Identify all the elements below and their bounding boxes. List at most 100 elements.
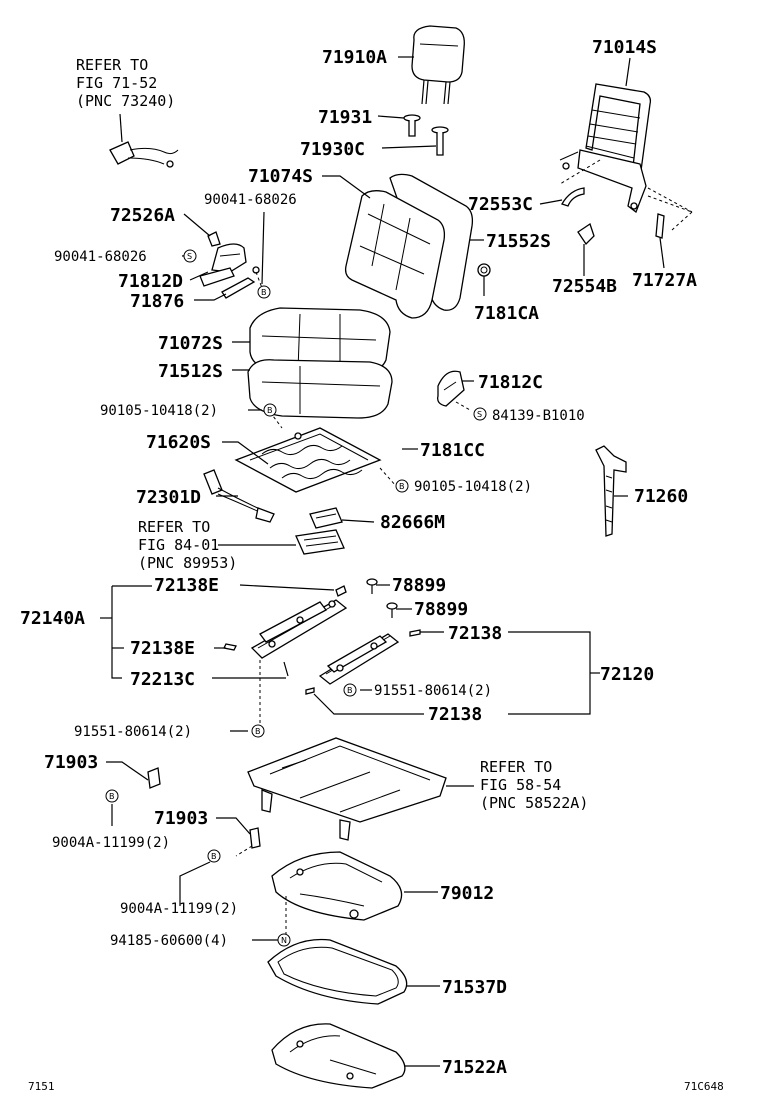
label-71910A: 71910A xyxy=(322,47,387,68)
figure-code: 71C648 xyxy=(684,1080,724,1093)
symbol-b-2: B xyxy=(263,403,277,417)
switch-drawing xyxy=(295,507,345,555)
label-82666M: 82666M xyxy=(380,512,445,533)
label-71014S: 71014S xyxy=(592,37,657,58)
label-72138-b: 72138 xyxy=(428,704,482,725)
cable-drawing xyxy=(203,469,275,523)
seat-pan-drawing xyxy=(247,737,447,841)
svg-text:REFER TO: REFER TO xyxy=(138,518,210,536)
label-71903-b: 71903 xyxy=(154,808,208,829)
svg-text:(PNC 73240): (PNC 73240) xyxy=(76,92,175,110)
label-72554B: 72554B xyxy=(552,276,617,297)
symbol-n-1: N xyxy=(277,933,291,947)
label-71876: 71876 xyxy=(130,291,184,312)
seat-track-drawing xyxy=(223,578,421,726)
label-78899-a: 78899 xyxy=(392,575,446,596)
label-90105-10418-a: 90105-10418(2) xyxy=(100,403,218,419)
label-72120: 72120 xyxy=(600,664,654,685)
label-7181CA: 7181CA xyxy=(474,303,539,324)
reference-note-71-52: REFER TO FIG 71-52 (PNC 73240) xyxy=(76,56,175,110)
label-72213C: 72213C xyxy=(130,669,195,690)
label-71552S: 71552S xyxy=(486,231,551,252)
label-90041-68026-b: 90041-68026 xyxy=(54,249,147,265)
label-7181CC: 7181CC xyxy=(420,440,485,461)
label-71074S: 71074S xyxy=(248,166,313,187)
label-71512S: 71512S xyxy=(158,361,223,382)
clip-drawing xyxy=(147,767,261,857)
rail-cover-drawing xyxy=(595,445,627,537)
label-78899-b: 78899 xyxy=(414,599,468,620)
under-cover-drawing xyxy=(271,851,403,940)
svg-text:FIG 71-52: FIG 71-52 xyxy=(76,74,157,92)
svg-text:(PNC 58522A): (PNC 58522A) xyxy=(480,794,588,812)
fastener-symbols: S B B S B B B B B N xyxy=(105,249,487,947)
symbol-s-2: S xyxy=(473,407,487,421)
label-71812D: 71812D xyxy=(118,271,183,292)
label-90105-10418-b: 90105-10418(2) xyxy=(414,479,532,495)
label-71727A: 71727A xyxy=(632,270,697,291)
svg-text:B: B xyxy=(255,727,261,736)
label-71620S: 71620S xyxy=(146,432,211,453)
headrest-drawing xyxy=(411,25,465,105)
label-72138-a: 72138 xyxy=(448,623,502,644)
svg-text:(PNC 89953): (PNC 89953) xyxy=(138,554,237,572)
label-91551-80614-a: 91551-80614(2) xyxy=(374,683,492,699)
label-94185-60600: 94185-60600(4) xyxy=(110,933,228,949)
label-90041-68026-a: 90041-68026 xyxy=(204,192,297,208)
svg-text:B: B xyxy=(267,406,273,415)
label-71537D: 71537D xyxy=(442,977,507,998)
label-72553C: 72553C xyxy=(468,194,533,215)
svg-text:FIG 58-54: FIG 58-54 xyxy=(480,776,561,794)
bottom-pad-drawing xyxy=(271,1023,406,1089)
seatback-cushion-drawing xyxy=(344,173,474,319)
label-71903-a: 71903 xyxy=(44,752,98,773)
symbol-b-1: B xyxy=(257,285,271,299)
label-72140A: 72140A xyxy=(20,608,85,629)
svg-text:B: B xyxy=(109,792,115,801)
svg-text:B: B xyxy=(211,852,217,861)
recliner-lever-drawing xyxy=(199,231,263,299)
symbol-b-7: B xyxy=(207,849,221,863)
svg-text:B: B xyxy=(261,288,267,297)
svg-text:REFER TO: REFER TO xyxy=(76,56,148,74)
sheet-number: 7151 xyxy=(28,1080,55,1093)
symbol-b-6: B xyxy=(105,789,119,803)
label-9004A-11199-a: 9004A-11199(2) xyxy=(52,835,170,851)
label-71931: 71931 xyxy=(318,107,372,128)
svg-text:N: N xyxy=(281,936,287,945)
headrest-support-drawing xyxy=(403,114,449,156)
label-72138E-a: 72138E xyxy=(154,575,219,596)
label-72138E-b: 72138E xyxy=(130,638,195,659)
svg-text:FIG 84-01: FIG 84-01 xyxy=(138,536,219,554)
symbol-s-1: S xyxy=(183,249,197,263)
part-labels: 71910A 71931 71930C 71074S 71014S 72553C… xyxy=(20,37,697,1078)
symbol-b-5: B xyxy=(251,724,265,738)
leader-lines xyxy=(100,56,665,1067)
reference-note-58-54: REFER TO FIG 58-54 (PNC 58522A) xyxy=(480,758,588,812)
reference-note-84-01: REFER TO FIG 84-01 (PNC 89953) xyxy=(138,518,237,572)
svg-text:B: B xyxy=(399,482,405,491)
label-72301D: 72301D xyxy=(136,487,201,508)
symbol-b-4: B xyxy=(343,683,357,697)
svg-text:REFER TO: REFER TO xyxy=(480,758,552,776)
symbol-b-3: B xyxy=(395,479,409,493)
label-9004A-11199-b: 9004A-11199(2) xyxy=(120,901,238,917)
label-71072S: 71072S xyxy=(158,333,223,354)
label-71522A: 71522A xyxy=(442,1057,507,1078)
seat-cushion-drawing xyxy=(247,307,393,419)
label-71812C: 71812C xyxy=(478,372,543,393)
seat-frame-drawing xyxy=(234,411,397,493)
seatback-frame-drawing xyxy=(559,83,693,231)
svg-text:S: S xyxy=(477,410,482,419)
svg-text:S: S xyxy=(187,252,192,261)
bracket-parts-drawing xyxy=(477,187,665,277)
svg-text:B: B xyxy=(347,686,353,695)
side-shield-drawing xyxy=(437,370,471,411)
label-71930C: 71930C xyxy=(300,139,365,160)
label-71260: 71260 xyxy=(634,486,688,507)
wire-harness-drawing xyxy=(109,113,179,168)
label-79012: 79012 xyxy=(440,883,494,904)
seal-frame-drawing xyxy=(267,938,408,1005)
label-72526A: 72526A xyxy=(110,205,175,226)
